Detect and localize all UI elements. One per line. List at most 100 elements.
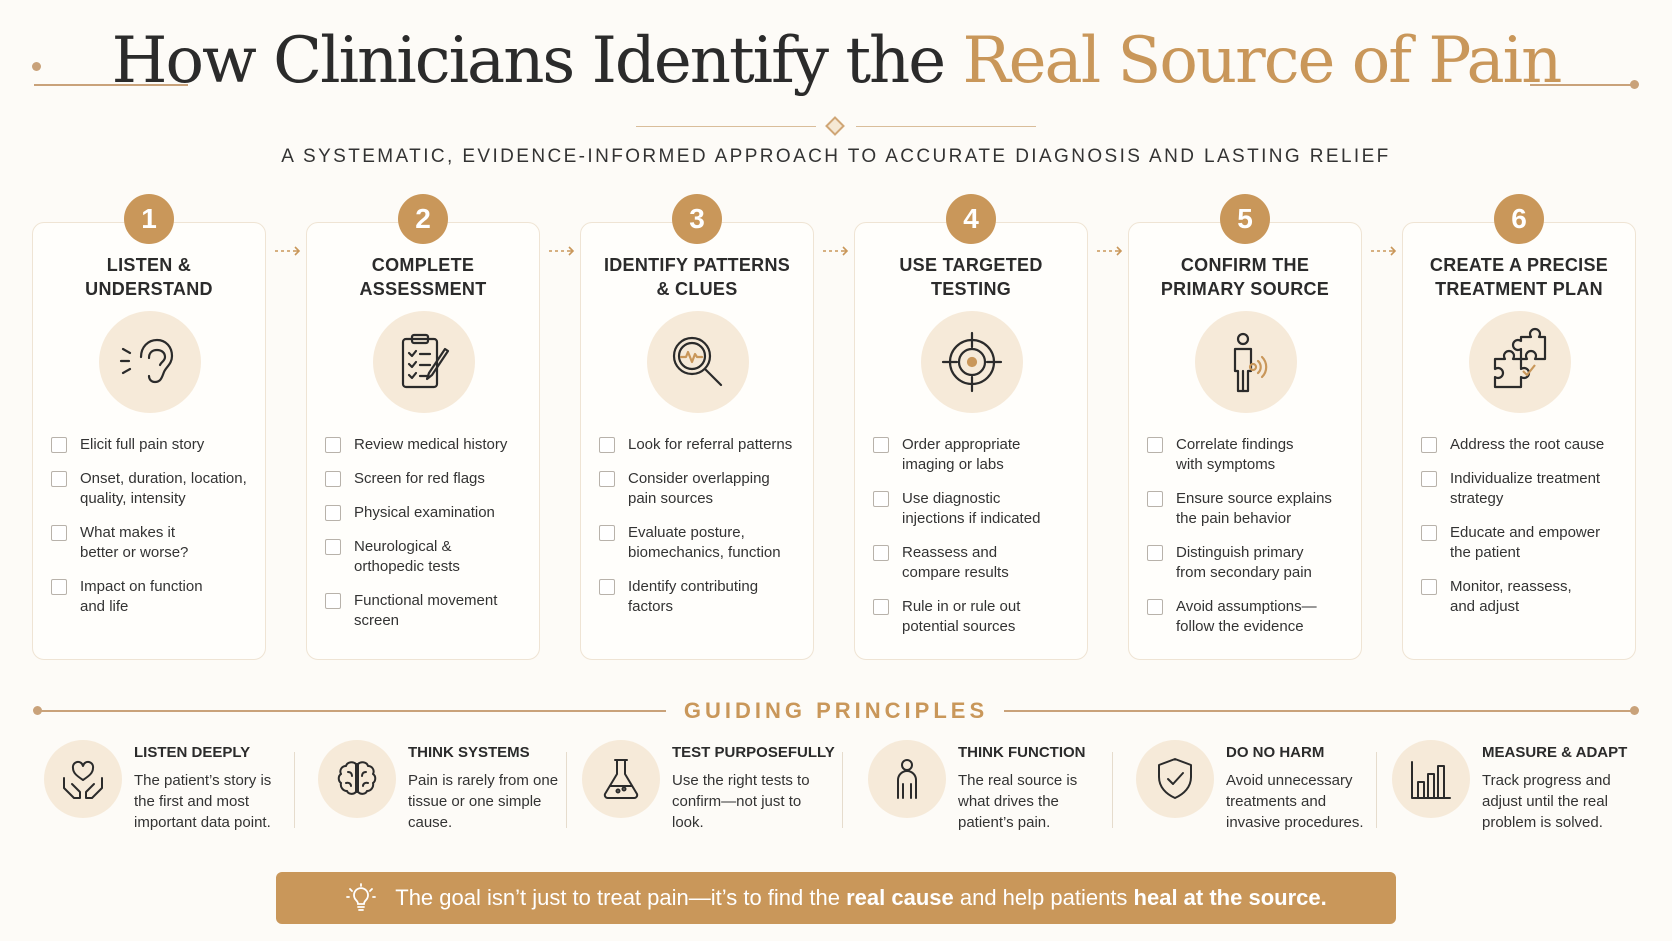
principles-title: GUIDING PRINCIPLES: [683, 698, 989, 723]
principle-separator: [1376, 752, 1377, 828]
checkbox[interactable]: [51, 471, 67, 487]
item-text: Order appropriate imaging or labs: [902, 436, 1021, 473]
step-title: CREATE A PRECISE TREATMENT PLAN: [1429, 255, 1609, 299]
step-card-4: USE TARGETED TESTING Order appropriate i…: [854, 222, 1088, 660]
target-icon: [921, 311, 1023, 413]
checklist-item: Correlate findings with symptoms: [1147, 435, 1353, 475]
checkbox[interactable]: [1147, 491, 1163, 507]
person-icon: [868, 740, 946, 818]
step-items: Correlate findings with symptoms Ensure …: [1147, 435, 1353, 651]
checklist-item: Impact on function and life: [51, 577, 257, 617]
bar-chart-icon: [1392, 740, 1470, 818]
checkbox[interactable]: [1421, 471, 1437, 487]
checkbox[interactable]: [1421, 437, 1437, 453]
checklist-item: Use diagnostic injections if indicated: [873, 489, 1079, 529]
principle-body: Use the right tests to confirm—not just …: [672, 772, 810, 831]
item-text: Reassess and compare results: [902, 544, 1009, 581]
banner-part1: The goal isn’t just to treat pain—it’s t…: [395, 885, 847, 910]
arrow-right-icon: [1096, 244, 1124, 256]
step-card-2: COMPLETE ASSESSMENT Review medical histo…: [306, 222, 540, 660]
checklist-item: Functional movement screen: [325, 591, 531, 631]
checkbox[interactable]: [873, 437, 889, 453]
checkbox[interactable]: [599, 579, 615, 595]
checkbox[interactable]: [599, 437, 615, 453]
item-text: Monitor, reassess, and adjust: [1450, 578, 1572, 615]
checkbox[interactable]: [325, 437, 341, 453]
principle-heading: THINK FUNCTION: [958, 744, 1086, 761]
checkbox[interactable]: [325, 505, 341, 521]
step-number-badge: 5: [1220, 194, 1270, 244]
principle-heading: LISTEN DEEPLY: [134, 744, 251, 761]
item-text: What makes it better or worse?: [80, 524, 189, 561]
title-divider-dot-right: [1630, 80, 1639, 89]
checklist-item: Order appropriate imaging or labs: [873, 435, 1079, 475]
step-card-1: LISTEN & UNDERSTAND Elicit full pain sto…: [32, 222, 266, 660]
checklist-item: Screen for red flags: [325, 469, 531, 489]
principle-body: The patient’s story is the first and mos…: [134, 772, 272, 831]
checklist-item: Evaluate posture, biomechanics, function: [599, 523, 805, 563]
step-number-badge: 4: [946, 194, 996, 244]
step-title: CONFIRM THE PRIMARY SOURCE: [1160, 255, 1330, 299]
step-items: Look for referral patterns Consider over…: [599, 435, 805, 631]
clipboard-icon: [373, 311, 475, 413]
item-text: Address the root cause: [1450, 436, 1605, 453]
title-divider-dot-left: [32, 62, 41, 71]
item-text: Functional movement screen: [354, 592, 498, 629]
checkbox[interactable]: [599, 471, 615, 487]
principle-separator: [294, 752, 295, 828]
person-pain-icon: [1195, 311, 1297, 413]
arrow-right-icon: [274, 244, 302, 256]
principles-divider-right: [1004, 710, 1634, 712]
arrow-right-icon: [822, 244, 850, 256]
item-text: Avoid assumptions—follow the evidence: [1176, 598, 1317, 635]
checklist-item: Onset, duration, location, quality, inte…: [51, 469, 257, 509]
principle-heading: TEST PURPOSEFULLY: [672, 744, 835, 761]
item-text: Review medical history: [354, 436, 508, 453]
checkbox[interactable]: [51, 579, 67, 595]
checklist-item: Neurological & orthopedic tests: [325, 537, 531, 577]
checkbox[interactable]: [1421, 579, 1437, 595]
principles-divider-left: [36, 710, 666, 712]
checkbox[interactable]: [1147, 437, 1163, 453]
principle-heading: MEASURE & ADAPT: [1482, 744, 1628, 761]
principle-separator: [842, 752, 843, 828]
ornament-line-right: [856, 126, 1036, 127]
arrow-right-icon: [548, 244, 576, 256]
checkbox[interactable]: [1147, 599, 1163, 615]
checkbox[interactable]: [51, 525, 67, 541]
step-items: Review medical history Screen for red fl…: [325, 435, 531, 645]
checklist-item: Elicit full pain story: [51, 435, 257, 455]
heart-hands-icon: [44, 740, 122, 818]
item-text: Neurological & orthopedic tests: [354, 538, 460, 575]
magnifier-icon: [647, 311, 749, 413]
page-title: How Clinicians Identify the Real Source …: [0, 24, 1672, 98]
checkbox[interactable]: [1147, 545, 1163, 561]
ornament-line-left: [636, 126, 816, 127]
checkbox[interactable]: [325, 471, 341, 487]
step-items: Elicit full pain story Onset, duration, …: [51, 435, 257, 631]
principles-divider-dot-right: [1630, 706, 1639, 715]
step-title: IDENTIFY PATTERNS & CLUES: [603, 255, 791, 299]
goal-banner: The goal isn’t just to treat pain—it’s t…: [276, 872, 1396, 924]
checkbox[interactable]: [51, 437, 67, 453]
checklist-item: Address the root cause: [1421, 435, 1627, 455]
checklist-item: Individualize treatment strategy: [1421, 469, 1627, 509]
checkbox[interactable]: [873, 545, 889, 561]
principle-heading: DO NO HARM: [1226, 744, 1325, 761]
principle-body: Avoid unnecessary treatments and invasiv…: [1226, 772, 1364, 831]
checklist-item: Review medical history: [325, 435, 531, 455]
checkbox[interactable]: [873, 599, 889, 615]
checkbox[interactable]: [325, 539, 341, 555]
checkbox[interactable]: [599, 525, 615, 541]
checklist-item: Educate and empower the patient: [1421, 523, 1627, 563]
checkbox[interactable]: [873, 491, 889, 507]
item-text: Ensure source explains the pain behavior: [1176, 490, 1332, 527]
checklist-item: Identify contributing factors: [599, 577, 805, 617]
checkbox[interactable]: [325, 593, 341, 609]
title-divider-left: [34, 84, 188, 86]
step-title: LISTEN & UNDERSTAND: [85, 255, 213, 299]
step-items: Order appropriate imaging or labs Use di…: [873, 435, 1079, 651]
ear-icon: [99, 311, 201, 413]
checkbox[interactable]: [1421, 525, 1437, 541]
item-text: Elicit full pain story: [80, 436, 205, 453]
